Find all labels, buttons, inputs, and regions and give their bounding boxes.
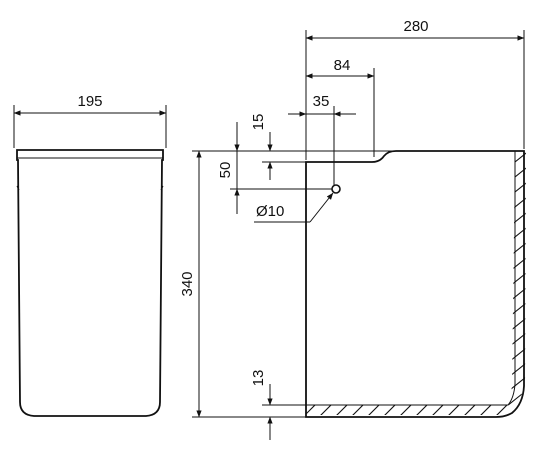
front-width-dimension: 195 <box>13 93 167 148</box>
hole-diameter-label: Ø10 <box>256 203 284 220</box>
side-section-view <box>305 150 526 418</box>
front-view-right-detail <box>160 185 164 191</box>
overall-height-dimension: 340 <box>179 150 202 418</box>
front-view-left-detail <box>16 185 20 191</box>
water-inlet-hole <box>331 184 341 194</box>
hole-height-dimension: 50 <box>217 122 240 214</box>
base-thickness-dimension: 13 <box>250 370 273 440</box>
hole-diameter-callout: Ø10 <box>254 192 334 223</box>
side-width-dimension: 280 <box>305 18 525 160</box>
side-wall-hatch <box>508 150 526 410</box>
overall-height-label: 340 <box>179 271 196 296</box>
front-view <box>16 149 164 417</box>
base-thickness-label: 13 <box>250 370 267 387</box>
front-width-label: 195 <box>77 93 102 110</box>
top-step-label: 15 <box>250 114 267 131</box>
hole-diameter-leader <box>309 192 334 223</box>
side-width-label: 280 <box>403 18 428 35</box>
hole-offset-label: 35 <box>313 93 330 110</box>
bottom-wall-hatch <box>306 405 512 415</box>
front-view-outline <box>16 149 164 417</box>
hole-height-label: 50 <box>217 162 234 179</box>
top-step-dimension: 15 <box>250 114 273 180</box>
hole-offset-dimension: 35 <box>288 93 356 185</box>
side-view-inner-wall <box>306 151 516 406</box>
side-view-outline <box>305 150 525 418</box>
inlet-offset-label: 84 <box>334 57 351 74</box>
inlet-offset-dimension: 84 <box>305 57 375 157</box>
